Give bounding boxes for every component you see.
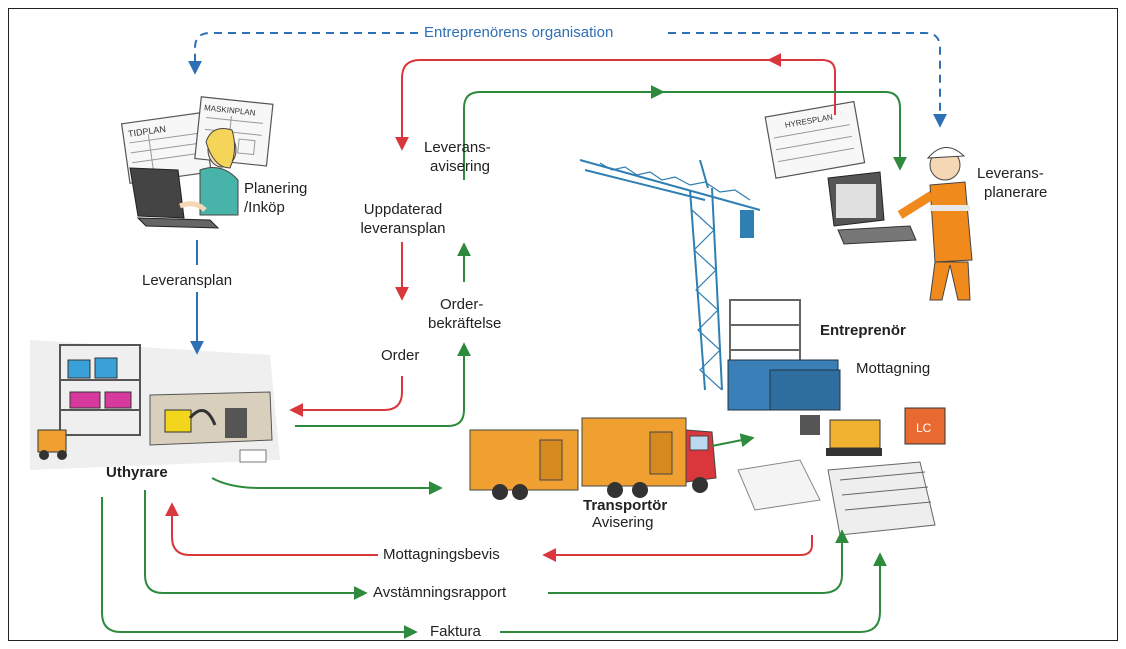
red-update-arrow-top bbox=[767, 53, 836, 115]
green-invoice-arrow-left bbox=[101, 497, 418, 639]
uppdaterad-label-2: leveransplan bbox=[360, 220, 446, 237]
mottagning-label: Mottagning bbox=[856, 360, 931, 377]
inkop-label: /Inköp bbox=[244, 199, 285, 216]
green-reconcile-arrow-left bbox=[144, 490, 368, 600]
rental-yard-illustration bbox=[30, 340, 280, 470]
mottagningsbevis-label: Mottagningsbevis bbox=[383, 546, 500, 563]
red-receipt-arrow-left bbox=[165, 502, 378, 556]
crate-label: LC bbox=[916, 421, 932, 435]
leveransplanerare-label-1: Leverans- bbox=[977, 165, 1044, 182]
planering-label: Planering bbox=[244, 180, 308, 197]
org-dashed-arrow-left bbox=[188, 32, 418, 75]
org-dashed-arrow-right bbox=[668, 32, 947, 128]
entreprenor-label: Entreprenör bbox=[820, 322, 906, 339]
leveransavisering-label-1: Leverans- bbox=[424, 139, 491, 156]
order-label: Order bbox=[381, 347, 420, 364]
green-reconcile-arrow-right bbox=[548, 529, 849, 594]
leveransplanerare-label-2: planerare bbox=[984, 184, 1048, 201]
site-planner-illustration: HYRESPLAN bbox=[764, 100, 973, 301]
uthyrare-label: Uthyrare bbox=[106, 464, 168, 481]
green-truck-to-site-arrow bbox=[711, 433, 755, 448]
red-order-arrow-bottom bbox=[289, 376, 403, 417]
leveransavisering-label-2: avisering bbox=[430, 158, 491, 175]
site-illustration: LC bbox=[727, 299, 946, 536]
planner-illustration: TIDPLAN MASKINPLAN bbox=[120, 96, 274, 229]
green-notify-arrow-top bbox=[463, 85, 665, 180]
faktura-label: Faktura bbox=[430, 623, 481, 640]
transportor-label: Transportör bbox=[583, 497, 668, 514]
uppdaterad-label-1: Uppdaterad bbox=[363, 201, 443, 218]
orderbekraftelse-label-2: bekräftelse bbox=[428, 315, 502, 332]
green-confirm-arrow-bottom bbox=[295, 342, 471, 427]
org-title: Entreprenörens organisation bbox=[420, 24, 618, 42]
avisering-label: Avisering bbox=[592, 514, 654, 531]
truck-illustration bbox=[469, 417, 717, 500]
green-invoice-arrow-right bbox=[500, 552, 887, 633]
red-receipt-arrow-right bbox=[542, 535, 813, 562]
crane-illustration bbox=[579, 159, 761, 391]
avstamningsrapport-label: Avstämningsrapport bbox=[373, 584, 507, 601]
green-notify-arrow-right bbox=[660, 91, 907, 171]
orderbekraftelse-label-1: Order- bbox=[440, 296, 484, 313]
leveransplan-label: Leveransplan bbox=[142, 272, 233, 289]
red-update-arrow-mid bbox=[395, 59, 775, 151]
green-transport-arrow bbox=[211, 477, 443, 495]
